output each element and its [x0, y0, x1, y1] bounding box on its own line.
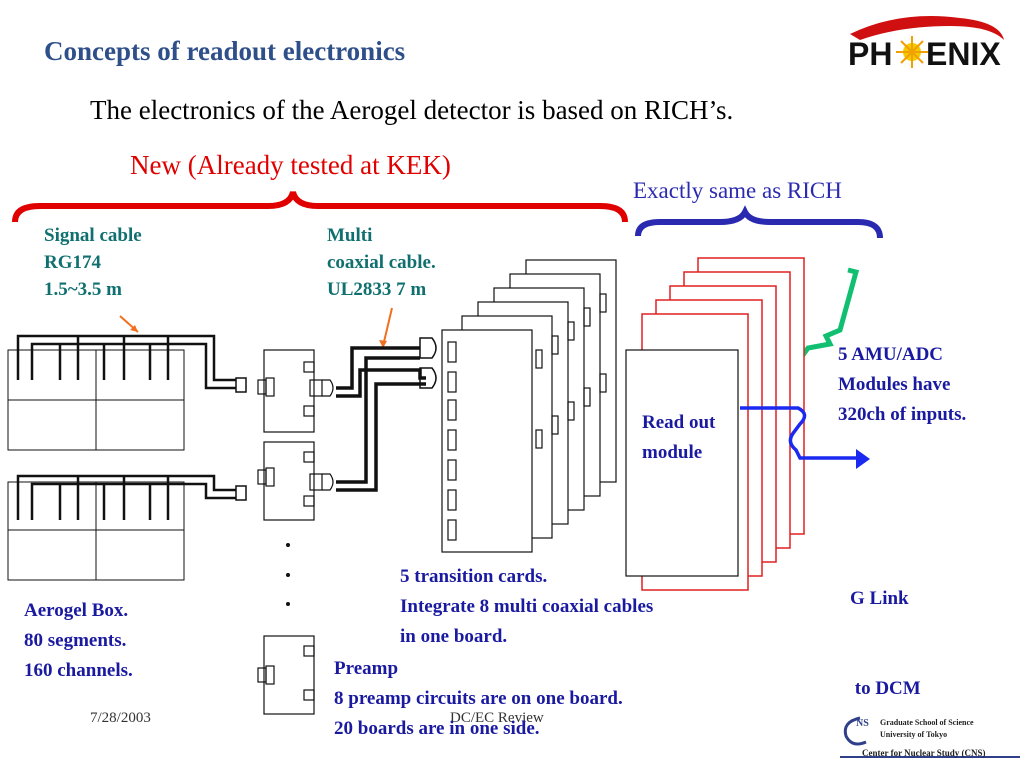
multi-cable-label: Multi coaxial cable. UL2833 7 m	[327, 225, 436, 300]
ellipsis-dots	[286, 543, 290, 606]
red-brace	[12, 191, 628, 223]
new-label: New (Already tested at KEK)	[130, 150, 451, 180]
subtitle: The electronics of the Aerogel detector …	[90, 95, 734, 125]
preamp-board-1	[257, 349, 334, 433]
cns-line3: Center for Nuclear Study (CNS)	[862, 748, 986, 758]
glink-label: G Link to DCM	[850, 588, 921, 699]
preamp-board-3	[257, 635, 315, 715]
cns-line1: Graduate School of Science	[880, 718, 974, 727]
cable-connectors	[419, 337, 437, 389]
preamp-label: Preamp 8 preamp circuits are on one boar…	[334, 658, 623, 739]
page-title: Concepts of readout electronics	[44, 36, 406, 66]
cns-mark: NS	[856, 718, 869, 729]
aerogel-box-1	[7, 334, 247, 451]
signal-cable-label: Signal cable RG174 1.5~3.5 m	[44, 225, 142, 300]
phenix-sun-icon	[896, 36, 928, 68]
rich-label: Exactly same as RICH	[633, 178, 842, 203]
phenix-swoosh-icon	[850, 16, 1004, 40]
cns-line2: University of Tokyo	[880, 730, 948, 739]
footer-center: DC/EC Review	[450, 710, 544, 726]
transition-cards	[441, 259, 617, 553]
glink-arrow	[740, 406, 860, 460]
transition-cards-label: 5 transition cards. Integrate 8 multi co…	[400, 566, 654, 647]
blue-brace	[635, 205, 883, 239]
footer-date: 7/28/2003	[90, 710, 151, 726]
cns-logo-icon	[840, 716, 1020, 758]
phenix-logo-right: ENIX	[926, 36, 1001, 72]
readout-module-box	[625, 349, 739, 577]
multi-coax-cables	[336, 346, 426, 492]
preamp-board-2	[257, 441, 334, 521]
readout-module-label: Read out module	[642, 412, 716, 463]
aerogel-box-2	[7, 474, 247, 581]
aerogel-box-label: Aerogel Box. 80 segments. 160 channels.	[24, 600, 133, 681]
multi-cable-arrow	[382, 307, 393, 347]
phenix-logo-left: PH	[848, 36, 893, 72]
amu-adc-label: 5 AMU/ADC Modules have 320ch of inputs.	[838, 344, 967, 425]
